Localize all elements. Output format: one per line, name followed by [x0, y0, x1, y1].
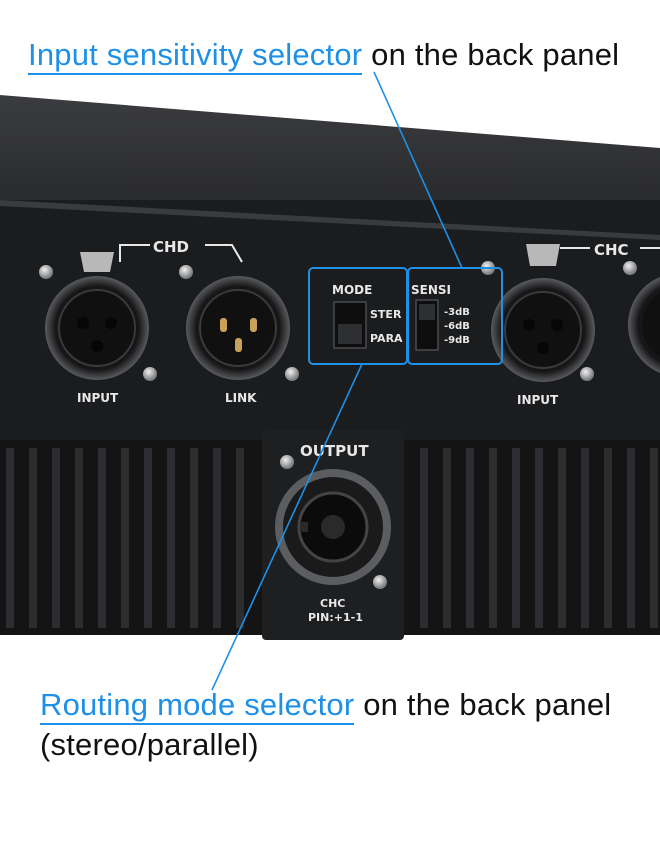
ch-left-label: CHD: [153, 238, 189, 256]
xlr-link-connector: [179, 265, 299, 381]
vent-slot: [121, 448, 129, 628]
vent-slot: [29, 448, 37, 628]
vent-slot: [167, 448, 175, 628]
vent-slots: [6, 448, 658, 628]
output-ch-label: CHC: [320, 597, 345, 610]
sensitivity-caption-rest: on the back panel: [371, 37, 620, 72]
sensi-option-3db: -3dB: [444, 307, 470, 318]
speakon-output-connector: [275, 455, 391, 589]
ch-right-label: CHC: [594, 241, 629, 259]
link-label: LINK: [225, 391, 257, 405]
xlr-partial-right: [623, 261, 660, 373]
output-pin-label: PIN:+1-1: [308, 611, 363, 624]
vent-slot: [98, 448, 106, 628]
vent-slot: [512, 448, 520, 628]
sensi-option-9db: -9dB: [444, 335, 470, 346]
sensi-callout-line: [373, 71, 463, 269]
vent-slot: [190, 448, 198, 628]
mode-callout-line: [211, 363, 363, 691]
vent-slot: [558, 448, 566, 628]
routing-caption: Routing mode selector on the back panel …: [40, 686, 611, 764]
vent-slot: [236, 448, 244, 628]
vent-slot: [535, 448, 543, 628]
mode-selector-switch[interactable]: [333, 301, 367, 349]
mode-title: MODE: [332, 283, 372, 297]
routing-caption-highlight: Routing mode selector: [40, 687, 355, 725]
output-label: OUTPUT: [300, 442, 369, 460]
vent-slot: [581, 448, 589, 628]
vent-slot: [213, 448, 221, 628]
routing-caption-line2: (stereo/parallel): [40, 727, 259, 762]
vent-slot: [420, 448, 428, 628]
sensitivity-caption: Input sensitivity selector on the back p…: [28, 36, 620, 75]
routing-caption-rest: on the back panel: [363, 687, 612, 722]
vent-slot: [6, 448, 14, 628]
sensitivity-caption-highlight: Input sensitivity selector: [28, 37, 363, 75]
mode-option-parallel: PARA: [370, 332, 403, 345]
sensi-title: SENSI: [411, 283, 451, 297]
sensi-option-6db: -6dB: [444, 321, 470, 332]
sensitivity-selector-switch[interactable]: [415, 299, 439, 351]
vent-slot: [75, 448, 83, 628]
vent-slot: [466, 448, 474, 628]
vent-slot: [650, 448, 658, 628]
vent-slot: [144, 448, 152, 628]
vent-slot: [604, 448, 612, 628]
xlr-input-left: [39, 252, 157, 381]
vent-slot: [489, 448, 497, 628]
mode-option-stereo: STER: [370, 308, 402, 321]
xlr-input-right: [481, 244, 595, 382]
vent-slot: [627, 448, 635, 628]
vent-slot: [443, 448, 451, 628]
sensi-callout-box: [407, 267, 503, 365]
vent-slot: [52, 448, 60, 628]
input-right-label: INPUT: [517, 393, 559, 407]
input-left-label: INPUT: [77, 391, 119, 405]
